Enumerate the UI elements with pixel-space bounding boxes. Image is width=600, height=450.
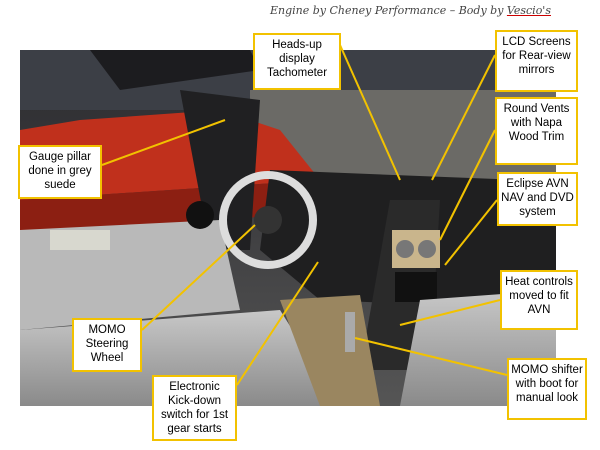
callout-round-vents: Round Vents with Napa Wood Trim	[495, 97, 578, 165]
body-builder-name: Vescio's	[506, 4, 551, 17]
callout-heads-up-tachometer: Heads-up display Tachometer	[253, 33, 341, 90]
callout-lcd-screens: LCD Screens for Rear-view mirrors	[495, 30, 578, 92]
callout-heat-controls: Heat controls moved to fit AVN	[500, 270, 578, 330]
callout-kickdown-switch: Electronic Kick-down switch for 1st gear…	[152, 375, 237, 441]
callout-eclipse-avn: Eclipse AVN NAV and DVD system	[497, 172, 578, 226]
callout-momo-shifter: MOMO shifter with boot for manual look	[507, 358, 587, 420]
callout-momo-steering: MOMO Steering Wheel	[72, 318, 142, 372]
callout-gauge-pillar: Gauge pillar done in grey suede	[18, 145, 102, 199]
page-caption: Engine by Cheney Performance – Body by V…	[270, 4, 551, 17]
caption-text: Engine by Cheney Performance – Body by	[270, 4, 507, 17]
